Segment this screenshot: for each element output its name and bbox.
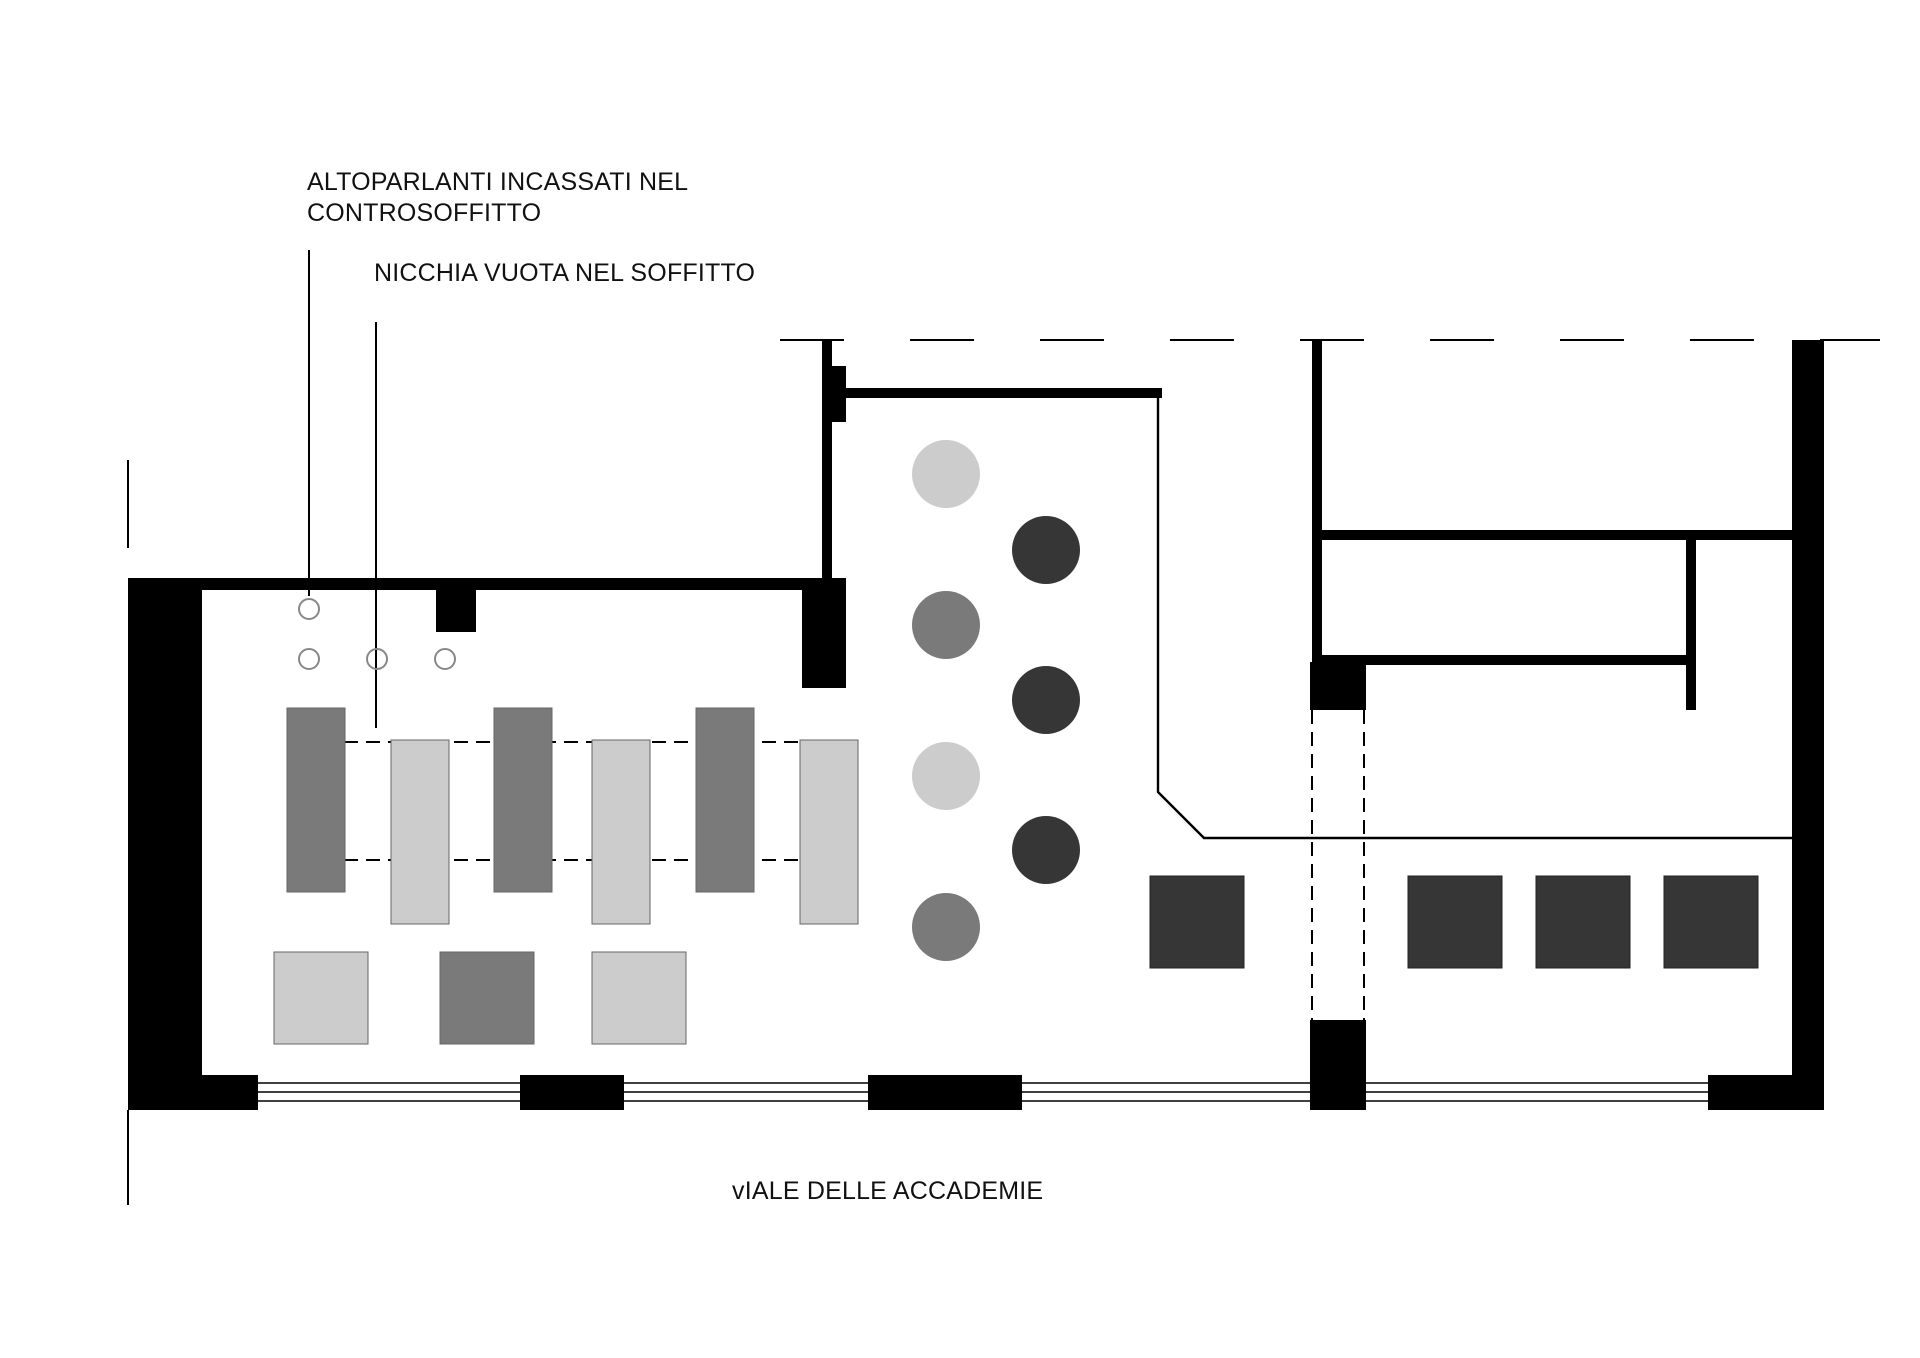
street-name-label: vIALE DELLE ACCADEMIE — [732, 1177, 1044, 1205]
square-mid — [439, 951, 535, 1045]
speaker-circle — [434, 648, 456, 670]
circle-dark — [1012, 666, 1080, 734]
square-light — [273, 951, 369, 1045]
door-opening-dashed — [1311, 710, 1365, 1020]
circle-light — [912, 742, 980, 810]
display-panel-light — [799, 739, 859, 925]
speaker-circle — [298, 648, 320, 670]
display-panel-light — [390, 739, 450, 925]
square-dark — [1149, 875, 1245, 969]
circle-dark — [1012, 516, 1080, 584]
square-dark — [1407, 875, 1503, 969]
display-panel-mid — [493, 707, 553, 893]
main-room-walls — [128, 578, 1824, 1110]
speaker-circle — [366, 648, 388, 670]
recessed-speakers — [298, 598, 456, 670]
display-panel-mid — [695, 707, 755, 893]
display-panels — [286, 707, 859, 925]
speakers-annotation-line1: ALTOPARLANTI INCASSATI NEL — [307, 168, 689, 196]
display-panel-mid — [286, 707, 346, 893]
right-room-walls — [1310, 340, 1824, 1110]
display-panel-light — [591, 739, 651, 925]
circle-mid — [912, 591, 980, 659]
speakers-annotation-line2: CONTROSOFFITTO — [307, 199, 542, 227]
circle-dark — [1012, 816, 1080, 884]
circular-elements — [912, 440, 1080, 961]
circle-mid — [912, 893, 980, 961]
main-room-squares — [273, 951, 687, 1045]
circle-light — [912, 440, 980, 508]
right-room-squares — [1149, 875, 1759, 969]
window-glazing — [258, 1082, 1708, 1102]
corridor-walls — [822, 340, 1162, 590]
ceiling-niche-annotation: NICCHIA VUOTA NEL SOFFITTO — [374, 259, 756, 287]
square-dark — [1663, 875, 1759, 969]
square-light — [591, 951, 687, 1045]
speaker-circle — [298, 598, 320, 620]
corridor-boundary-line — [1156, 398, 1796, 840]
square-dark — [1535, 875, 1631, 969]
